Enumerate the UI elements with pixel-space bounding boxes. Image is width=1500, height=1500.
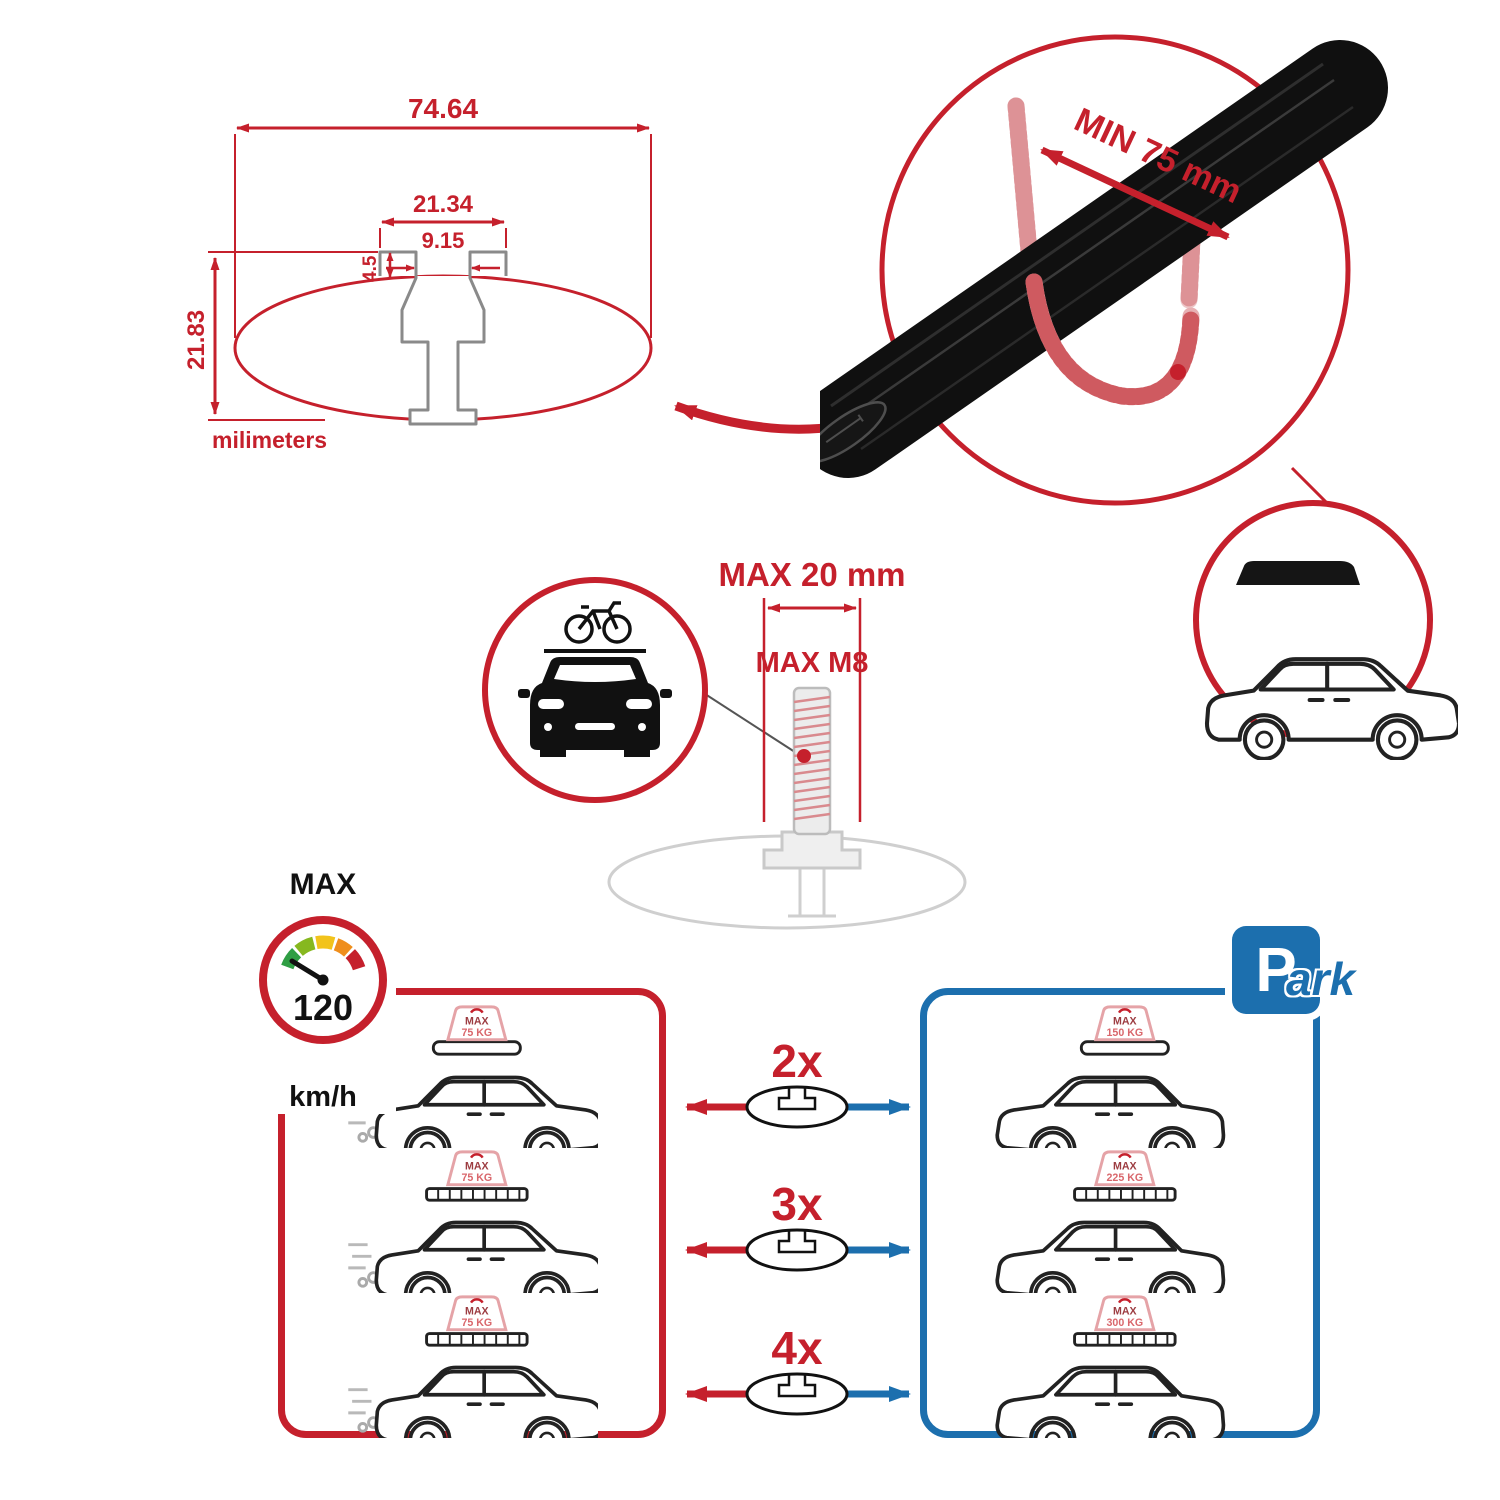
roofbox-label: MAX 75 KG <box>445 1005 508 1042</box>
car-load-item: MAX 150 KG <box>994 1005 1246 1148</box>
park-letter: P <box>1255 935 1297 1005</box>
car-side-icon <box>376 1368 598 1438</box>
dim-channel-width: 21.34 <box>413 191 474 218</box>
vehicle-roofbox-badge <box>1193 500 1458 760</box>
leader-line <box>701 691 799 755</box>
bolt-dimension-lines <box>762 598 862 822</box>
car-load-item: MAX 300 KG <box>994 1295 1246 1438</box>
bar-count-option: 4x <box>685 1322 911 1416</box>
roofbox-max-label: MAX <box>1113 1160 1137 1172</box>
roofbox-max-label: MAX <box>465 1160 489 1172</box>
speed-lines-icon <box>348 1388 380 1433</box>
max-thread-label: MAX M8 <box>756 647 869 679</box>
roofbox-weight-label: 75 KG <box>461 1172 492 1184</box>
park-sign-square: P <box>1232 926 1320 1014</box>
roofbox-weight-label: 75 KG <box>461 1317 492 1329</box>
speed-unit: km/h <box>289 1081 357 1113</box>
dimension-lines <box>208 123 652 421</box>
t-slot-channel-icon <box>378 250 508 426</box>
bike-icon <box>564 601 632 644</box>
roofbox-weight-label: 75 KG <box>461 1027 492 1039</box>
roofbox-weight-label: 300 KG <box>1107 1317 1144 1329</box>
roofbox-max-label: MAX <box>1113 1015 1137 1027</box>
dim-total-height: 21.83 <box>183 310 210 370</box>
roofbox-label: MAX 300 KG <box>1093 1295 1156 1332</box>
multiplier-label: 3x <box>771 1178 823 1230</box>
multiplier-label: 4x <box>771 1322 823 1374</box>
speed-max-label: MAX <box>290 868 357 901</box>
roofbox-icon <box>1236 561 1360 585</box>
multiplier-label: 2x <box>771 1035 823 1087</box>
car-side-icon <box>997 1368 1223 1438</box>
roof-basket-icon <box>1073 1332 1177 1347</box>
bolt-icon <box>792 686 832 836</box>
dim-unit-label: milimeters <box>212 427 327 453</box>
bar-end-cap <box>820 401 887 463</box>
park-suffix: ark <box>1286 953 1356 1005</box>
dim-lip-depth: 4.5 <box>360 255 381 282</box>
car-side-icon <box>376 1078 598 1148</box>
roofbox-label: MAX 75 KG <box>445 1150 508 1187</box>
speed-lines-icon <box>348 1243 380 1288</box>
dim-slot-width: 9.15 <box>422 228 465 253</box>
car-front-icon <box>518 649 672 757</box>
roofbox-label: MAX 75 KG <box>445 1295 508 1332</box>
max-width-label: MAX 20 mm <box>718 556 905 593</box>
speed-value: 120 <box>293 987 353 1028</box>
crossbar-profile-icon <box>745 1228 849 1272</box>
u-bolt-front <box>1025 273 1200 406</box>
roofbox-max-label: MAX <box>1113 1305 1137 1317</box>
roofbox-max-label: MAX <box>465 1015 489 1027</box>
t-bolt-head-icon <box>762 830 862 870</box>
car-load-item: MAX 75 KG <box>348 1005 598 1148</box>
attachment-dot <box>797 749 811 763</box>
car-side-icon <box>376 1223 598 1293</box>
car-side-icon <box>997 1223 1223 1293</box>
roofbox-label: MAX 150 KG <box>1093 1005 1156 1042</box>
roofbox-max-label: MAX <box>465 1305 489 1317</box>
park-sign: P ark <box>1226 920 1355 1020</box>
roof-basket-icon <box>425 1187 529 1202</box>
car-load-item: MAX 225 KG <box>994 1150 1246 1293</box>
crossbar-profile-icon <box>745 1372 849 1416</box>
roofbox-label: MAX 225 KG <box>1093 1150 1156 1187</box>
bolt-dimension-diagram: MAX 20 mm MAX M8 <box>607 556 967 930</box>
roofbox-icon <box>1079 1040 1170 1056</box>
min-span-arrow-icon <box>1040 146 1230 241</box>
gauge-needle-icon <box>289 958 326 983</box>
dim-total-width: 74.64 <box>408 93 478 124</box>
roofbox-weight-label: 225 KG <box>1107 1172 1144 1184</box>
parked-load-panel: MAX 150 KG MAX 225 KG MAX 300 KG <box>920 988 1320 1438</box>
gauge-pivot <box>317 974 329 986</box>
crossbar-3d-icon <box>820 40 1388 478</box>
crossbar-detail-zoom: MIN 75 mm <box>820 34 1388 518</box>
bar-count-option: 3x <box>685 1178 911 1272</box>
roofbox-weight-label: 150 KG <box>1107 1027 1144 1039</box>
crossbar-profile-dimension-diagram: 74.64 21.34 9.15 4.5 21.83 milimeters <box>183 93 653 453</box>
roofbox-icon <box>431 1040 522 1056</box>
roof-basket-icon <box>1073 1187 1177 1202</box>
car-load-item: MAX 75 KG <box>348 1295 598 1438</box>
bar-count-option: 2x <box>685 1035 911 1129</box>
speed-limit-gauge: MAX 120 km/h <box>250 868 396 1114</box>
roof-basket-icon <box>425 1332 529 1347</box>
car-load-item: MAX 75 KG <box>348 1150 598 1293</box>
car-side-icon <box>997 1078 1223 1148</box>
attachment-dot <box>1170 364 1186 380</box>
vehicle-bike-badge <box>482 577 708 803</box>
crossbar-profile-icon <box>745 1085 849 1129</box>
